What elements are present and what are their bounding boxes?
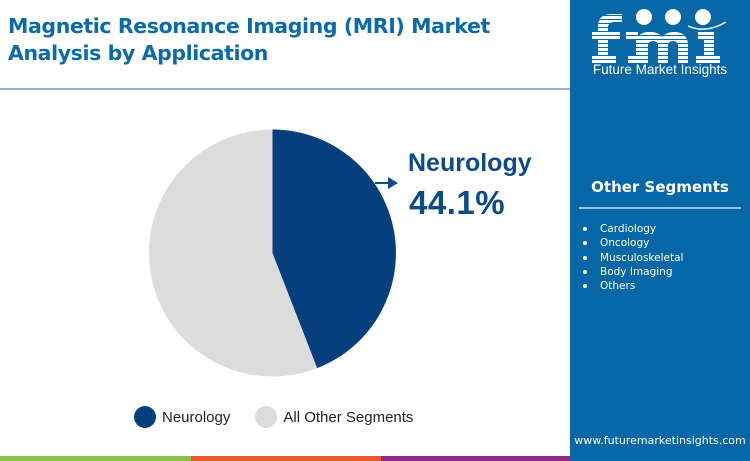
pie-chart xyxy=(149,129,398,377)
chart-title: Magnetic Resonance Imaging (MRI) Market … xyxy=(8,13,563,67)
chart-legend: Neurology All Other Segments xyxy=(134,406,438,428)
callout-label: Neurology xyxy=(408,149,532,177)
segment-item: Body Imaging xyxy=(580,265,683,279)
legend-item-neurology: Neurology xyxy=(134,406,230,428)
footer-bar-purple xyxy=(381,456,570,461)
callout-arrow-icon xyxy=(375,177,398,189)
website-link[interactable]: www.futuremarketinsights.com xyxy=(574,434,746,447)
footer-bar-orange xyxy=(191,456,381,461)
legend-label: All Other Segments xyxy=(283,408,414,426)
legend-item-others: All Other Segments xyxy=(255,406,413,428)
callout-value: 44.1% xyxy=(409,184,506,221)
segment-item: Musculoskeletal xyxy=(580,251,683,265)
other-segments-title: Other Segments xyxy=(591,178,729,196)
title-line-2: Analysis by Application xyxy=(8,41,268,65)
title-line-1: Magnetic Resonance Imaging (MRI) Market xyxy=(8,14,490,38)
bullet-icon xyxy=(583,255,587,260)
legend-label: Neurology xyxy=(162,408,231,426)
footer-bar-green xyxy=(0,456,191,461)
other-segments-list: Cardiology Oncology Musculoskeletal Body… xyxy=(580,222,683,293)
bullet-icon xyxy=(583,270,587,275)
bullet-icon xyxy=(583,241,587,246)
segments-divider xyxy=(579,207,741,209)
bullet-icon xyxy=(583,227,587,232)
legend-swatch-others xyxy=(255,406,278,428)
side-panel: Future Market Insights Other Segments Ca… xyxy=(570,0,750,461)
segment-item: Oncology xyxy=(580,236,683,250)
brand-name: Future Market Insights xyxy=(592,62,728,77)
segment-item: Cardiology xyxy=(580,222,683,236)
segment-item: Others xyxy=(580,279,683,293)
legend-swatch-neurology xyxy=(134,406,156,428)
fmi-logo-icon xyxy=(592,9,727,64)
bullet-icon xyxy=(583,284,587,289)
title-divider xyxy=(0,88,570,90)
pie-slice-neurology xyxy=(272,129,396,369)
